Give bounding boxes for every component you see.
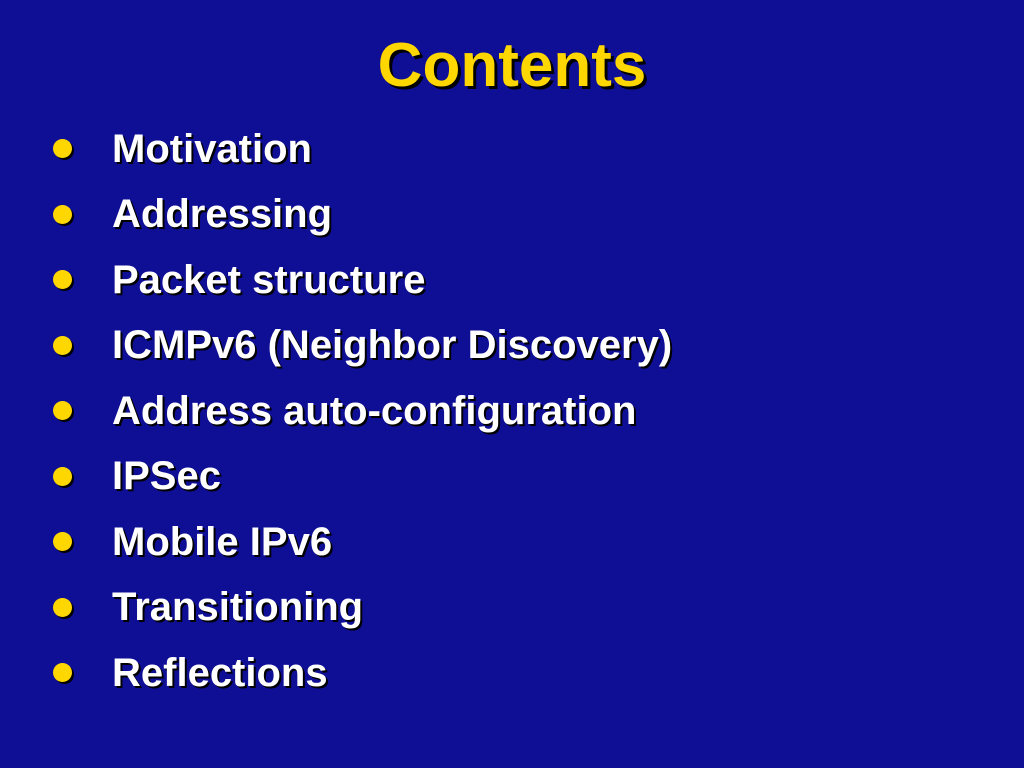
bullet-label: Mobile IPv6 bbox=[112, 519, 333, 564]
bullet-dot-icon bbox=[53, 663, 72, 683]
bullet-label: Motivation bbox=[112, 126, 312, 171]
bullet-item: Reflections bbox=[0, 640, 1024, 706]
bullet-dot-icon bbox=[53, 532, 72, 552]
bullet-dot-icon bbox=[53, 466, 72, 486]
bullet-item: Address auto-configuration bbox=[0, 378, 1024, 444]
bullet-dot-icon bbox=[53, 139, 72, 159]
bullet-item: Motivation bbox=[0, 116, 1024, 182]
bullet-dot-icon bbox=[53, 335, 72, 355]
bullet-label: Addressing bbox=[112, 192, 333, 237]
bullet-item: ICMPv6 (Neighbor Discovery) bbox=[0, 313, 1024, 379]
bullet-dot-icon bbox=[53, 204, 72, 224]
bullet-dot-icon bbox=[53, 270, 72, 290]
bullet-item: Packet structure bbox=[0, 247, 1024, 313]
bullet-dot-icon bbox=[53, 401, 72, 421]
bullet-dot-icon bbox=[53, 597, 72, 617]
bullet-item: Transitioning bbox=[0, 575, 1024, 641]
bullet-item: Mobile IPv6 bbox=[0, 509, 1024, 575]
bullet-label: Packet structure bbox=[112, 257, 426, 302]
bullet-label: ICMPv6 (Neighbor Discovery) bbox=[112, 323, 673, 368]
bullet-item: IPSec bbox=[0, 444, 1024, 510]
bullet-list: Motivation Addressing Packet structure I… bbox=[0, 116, 1024, 706]
bullet-label: Reflections bbox=[112, 650, 328, 695]
bullet-item: Addressing bbox=[0, 182, 1024, 248]
bullet-label: IPSec bbox=[112, 454, 221, 499]
slide-title: Contents bbox=[377, 31, 647, 100]
bullet-label: Address auto-configuration bbox=[112, 388, 637, 433]
bullet-label: Transitioning bbox=[112, 585, 364, 630]
